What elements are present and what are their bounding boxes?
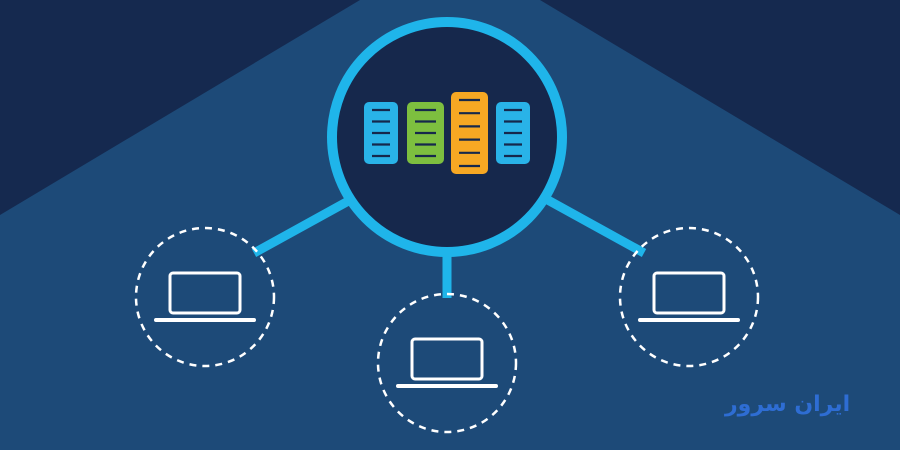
left-client-ring: [134, 226, 276, 368]
center-client: [376, 292, 518, 434]
right-client-ring: [618, 226, 760, 368]
laptop-icon: [396, 337, 498, 388]
server-2-icon: [407, 102, 444, 164]
server-hub: [327, 17, 567, 257]
connector-right: [543, 195, 647, 257]
center-client-ring: [376, 292, 518, 434]
watermark-text: ایران سرور: [725, 392, 851, 417]
laptop-icon: [154, 271, 256, 322]
left-client: [134, 226, 276, 368]
connector-left: [251, 195, 355, 257]
right-client: [618, 226, 760, 368]
laptop-icon: [638, 271, 740, 322]
server-3-icon: [451, 92, 488, 174]
server-4-icon: [496, 102, 530, 164]
server-rack-icon: [364, 92, 530, 174]
clients-group: [134, 226, 760, 434]
brand-logo: ایران سرور: [725, 392, 851, 417]
server-1-icon: [364, 102, 398, 164]
